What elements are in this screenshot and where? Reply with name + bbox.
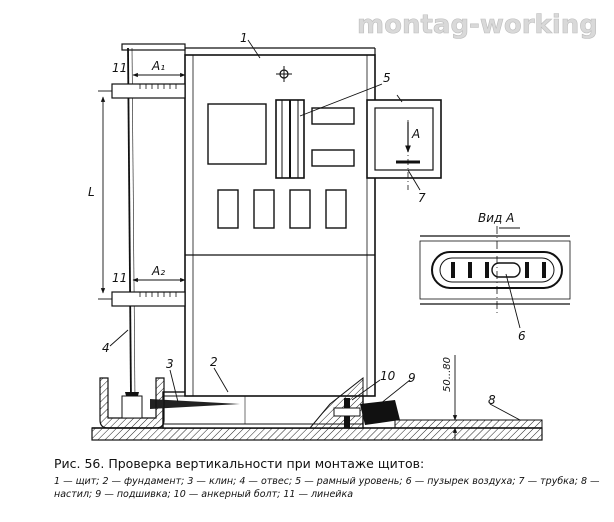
shim bbox=[360, 400, 400, 425]
label-8: 8 bbox=[488, 393, 496, 407]
wedge bbox=[150, 399, 240, 409]
label-9: 9 bbox=[408, 371, 416, 385]
dimension-lines bbox=[98, 72, 470, 440]
decking bbox=[394, 419, 543, 429]
caption-title: Рис. 56. Проверка вертикальности при мон… bbox=[54, 456, 425, 471]
technical-drawing: montag-working bbox=[88, 10, 598, 441]
frame-level bbox=[275, 99, 305, 179]
view-arrow-label: A bbox=[411, 127, 420, 141]
leader-lines bbox=[109, 39, 521, 421]
plumb-bob-vessel bbox=[99, 377, 165, 429]
view-a-detail bbox=[419, 226, 571, 314]
label-2: 2 bbox=[210, 355, 218, 369]
label-3: 3 bbox=[166, 357, 174, 371]
label-5: 5 bbox=[383, 71, 391, 85]
label-10: 10 bbox=[380, 369, 396, 383]
floor-slab bbox=[91, 427, 543, 441]
label-11-bottom: 11 bbox=[112, 271, 127, 285]
ruler-top bbox=[111, 83, 186, 99]
ruler-bottom bbox=[111, 291, 186, 307]
plumb-line bbox=[125, 47, 139, 418]
label-6: 6 bbox=[518, 329, 526, 343]
anchor-bolt bbox=[308, 376, 364, 429]
panel bbox=[121, 43, 376, 397]
watermark: montag-working bbox=[357, 10, 598, 40]
view-a-title: Вид А bbox=[478, 211, 514, 225]
caption-legend: 1 — щит; 2 — фундамент; 3 — клин; 4 — от… bbox=[54, 476, 600, 500]
dimension-l: L bbox=[88, 185, 95, 199]
label-1: 1 bbox=[240, 31, 248, 45]
dimension-a1: A₁ bbox=[151, 59, 165, 73]
dimension-a2: A₂ bbox=[151, 264, 165, 278]
frame-level-side-view bbox=[366, 99, 442, 190]
label-7: 7 bbox=[418, 191, 426, 205]
label-4: 4 bbox=[102, 341, 110, 355]
dimension-50-80: 50...80 bbox=[442, 357, 453, 392]
label-11-top: 11 bbox=[112, 61, 127, 75]
figure-caption: Рис. 56. Проверка вертикальности при мон… bbox=[54, 456, 610, 501]
